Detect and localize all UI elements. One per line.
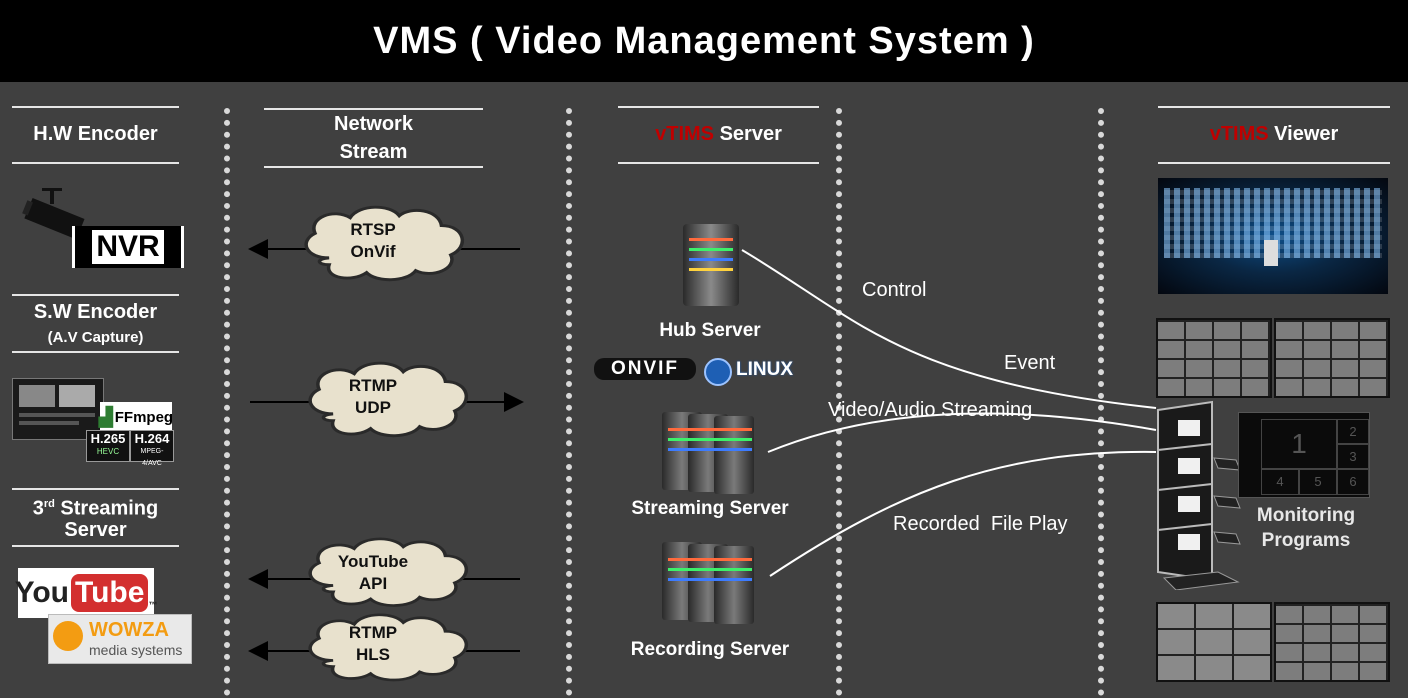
header-rule [12,351,179,353]
header-rule [264,108,483,110]
cctv-grid-thumbnail [1156,602,1272,682]
video-wall-image [1158,178,1388,294]
streaming-server-label: Streaming Server [631,498,789,519]
h264-logo: H.264 MPEG-4/AVC [130,430,174,467]
cctv-grid-thumbnail [1156,318,1272,398]
header-rule [12,488,179,490]
recording-server-label: Recording Server [630,639,790,660]
event-label: Event [1004,352,1056,374]
monitoring-layout-screen: 1 2 3 4 5 6 [1238,412,1370,498]
third-streaming-heading-line2: Server [64,519,127,541]
control-event-line [741,249,1157,409]
cctv-grid-thumbnail [1274,318,1390,398]
recorded-play-line [769,450,1157,577]
column-divider-2 [566,108,572,696]
hub-server-label: Hub Server [659,320,761,341]
header-rule [1158,106,1390,108]
header-rule [12,294,179,296]
sw-encoder-heading: S.W Encoder [33,301,158,323]
header-rule [12,545,179,547]
av-capture-label: (A.V Capture) [47,329,144,346]
third-streaming-heading: 3rd Streaming [32,497,159,520]
video-streaming-line [767,412,1157,453]
onvif-logo: ONVIF [594,358,696,380]
diagram-title: VMS ( Video Management System ) [0,0,1408,82]
vtims-server-heading: vTIMS Server [655,123,782,145]
network-stream-heading: Network [334,113,413,135]
header-rule [12,162,179,164]
header-rule [12,106,179,108]
header-rule [618,162,819,164]
column-divider-3 [836,108,842,696]
network-stream-heading-line2: Stream [339,141,408,163]
streaming-server-icon [662,412,768,494]
cctv-grid-thumbnail [1274,602,1390,682]
header-rule [1158,162,1390,164]
h265-logo: H.265 HEVC [86,430,130,462]
youtube-logo: You Tube ™ [15,568,157,618]
header-rule [264,166,483,168]
header-rule [618,106,819,108]
ffmpeg-logo: ▟FFmpeg [99,402,173,432]
linux-logo: LINUX [704,356,810,386]
vtims-viewer-heading: vTIMS Viewer [1209,123,1339,145]
column-divider-1 [224,108,230,696]
cctv-camera-icon [22,188,85,240]
monitor-stack-icon [1157,400,1241,590]
nvr-logo: NVR [72,226,184,268]
recorded-file-play-label: Recorded File Play [893,513,1068,535]
wowza-logo: WOWZA media systems [48,614,192,664]
control-label: Control [862,279,927,301]
monitoring-programs-label: Monitoring Programs [1256,505,1356,551]
hub-server-icon [683,224,739,306]
capture-software-thumbnail [12,378,104,440]
recording-server-icon [662,542,768,624]
hw-encoder-heading: H.W Encoder [33,123,158,145]
column-divider-4 [1098,108,1104,696]
video-audio-streaming-label: Video/Audio Streaming [828,399,1033,421]
